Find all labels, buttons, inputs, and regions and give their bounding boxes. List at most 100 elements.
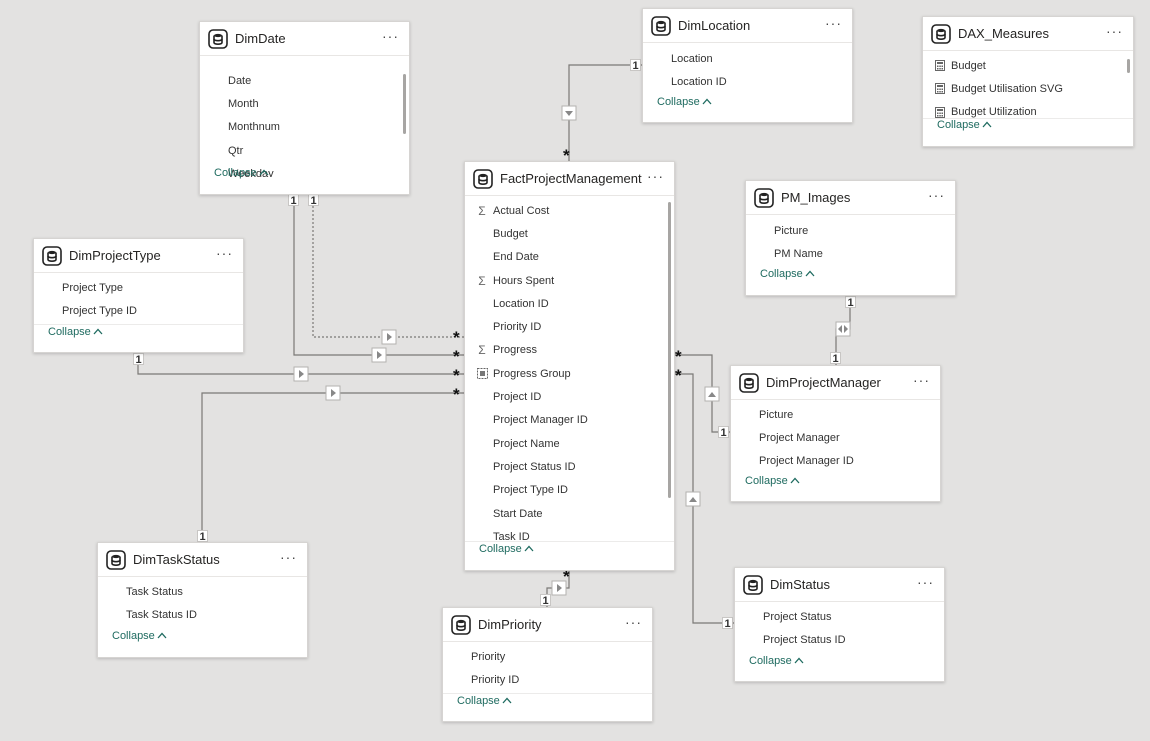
field-item[interactable]: Project Manager ID: [465, 409, 674, 432]
field-item[interactable]: End Date: [465, 246, 674, 269]
field-name: Project ID: [493, 391, 542, 404]
field-item[interactable]: Project Manager ID: [731, 450, 940, 473]
collapse-button[interactable]: Collapse: [745, 475, 800, 487]
sigma-icon: Σ: [478, 343, 486, 358]
rel-line-date-active: [293, 194, 465, 356]
more-options-button[interactable]: ···: [280, 548, 297, 565]
field-item[interactable]: Picture: [731, 403, 940, 426]
collapse-button[interactable]: Collapse: [214, 167, 269, 179]
table-header[interactable]: DimLocation···: [643, 9, 852, 43]
more-options-button[interactable]: ···: [1106, 22, 1123, 39]
more-options-button[interactable]: ···: [917, 573, 934, 590]
more-options-button[interactable]: ···: [216, 244, 233, 261]
field-item[interactable]: Location ID: [465, 292, 674, 315]
collapse-button[interactable]: Collapse: [112, 630, 167, 642]
field-item[interactable]: Project Status: [735, 605, 944, 628]
field-item[interactable]: Task Status: [98, 580, 307, 603]
field-item[interactable]: Project Type: [34, 276, 243, 299]
field-item[interactable]: Start Date: [465, 502, 674, 525]
direction-arrow-right: [377, 351, 382, 359]
field-item[interactable]: Priority ID: [465, 315, 674, 338]
collapse-button[interactable]: Collapse: [749, 655, 804, 667]
table-header[interactable]: DimTaskStatus···: [98, 543, 307, 577]
field-item[interactable]: Month: [200, 92, 409, 115]
table-header[interactable]: PM_Images···: [746, 181, 955, 215]
field-item[interactable]: Project Manager: [731, 426, 940, 449]
collapse-button[interactable]: Collapse: [937, 119, 992, 131]
collapse-button[interactable]: Collapse: [457, 695, 512, 707]
field-item[interactable]: Project Type ID: [465, 479, 674, 502]
table-header[interactable]: DimPriority···: [443, 608, 652, 642]
field-item[interactable]: Task ID: [465, 525, 674, 546]
table-header[interactable]: FactProjectManagement···: [465, 162, 674, 196]
field-item[interactable]: Location: [643, 47, 852, 70]
group-icon: [473, 368, 491, 380]
field-item[interactable]: Project Status ID: [465, 455, 674, 478]
field-item[interactable]: Location ID: [643, 70, 852, 93]
direction-arrow-both: [838, 325, 842, 333]
field-item[interactable]: Priority ID: [443, 668, 652, 691]
field-item[interactable]: Progress Group: [465, 362, 674, 385]
field-item[interactable]: PM Name: [746, 242, 955, 265]
collapse-button[interactable]: Collapse: [48, 326, 103, 338]
field-list-scrollbar[interactable]: [668, 202, 671, 498]
more-options-button[interactable]: ···: [928, 186, 945, 203]
field-item[interactable]: Monthnum: [200, 116, 409, 139]
field-item[interactable]: Date: [200, 69, 409, 92]
table-header[interactable]: DimProjectManager···: [731, 366, 940, 400]
field-item[interactable]: Budget: [923, 54, 1133, 77]
field-list-scrollbar[interactable]: [1127, 59, 1130, 73]
field-item[interactable]: Project Status ID: [735, 628, 944, 651]
field-item[interactable]: Budget: [465, 222, 674, 245]
collapse-button[interactable]: Collapse: [479, 543, 534, 555]
table-header[interactable]: DimStatus···: [735, 568, 944, 602]
field-item[interactable]: Qtr: [200, 139, 409, 162]
field-item[interactable]: Budget Utilization: [923, 101, 1133, 124]
table-header[interactable]: DAX_Measures···: [923, 17, 1133, 51]
cardinality-many: *: [453, 328, 460, 347]
field-item[interactable]: Project Name: [465, 432, 674, 455]
table-header[interactable]: DimProjectType···: [34, 239, 243, 273]
more-options-button[interactable]: ···: [825, 14, 842, 31]
collapse-button[interactable]: Collapse: [760, 268, 815, 280]
field-item[interactable]: Priority: [443, 645, 652, 668]
field-item[interactable]: Weekday: [200, 162, 409, 177]
field-item[interactable]: Project ID: [465, 385, 674, 408]
field-list-scrollbar[interactable]: [403, 74, 406, 134]
field-item[interactable]: Picture: [746, 219, 955, 242]
more-options-button[interactable]: ···: [913, 371, 930, 388]
more-options-button[interactable]: ···: [382, 27, 399, 44]
more-options-button[interactable]: ···: [625, 613, 642, 630]
table-header[interactable]: DimDate···: [200, 22, 409, 56]
cardinality-one: 1: [845, 296, 856, 309]
field-item[interactable]: Task Status ID: [98, 603, 307, 626]
more-options-button[interactable]: ···: [647, 167, 664, 184]
field-item[interactable]: Project Type ID: [34, 299, 243, 322]
collapse-button[interactable]: Collapse: [657, 96, 712, 108]
field-item[interactable]: Budget Utilisation SVG: [923, 77, 1133, 100]
